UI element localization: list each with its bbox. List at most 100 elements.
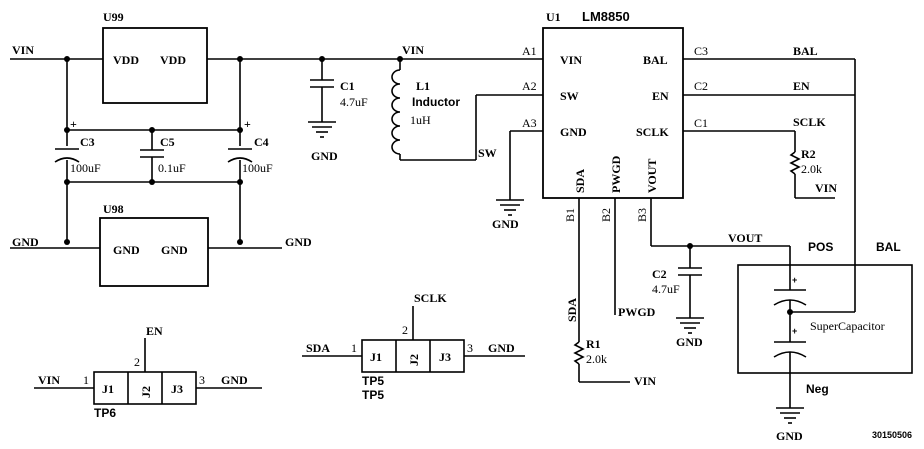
- r2-ref: R2: [801, 147, 816, 161]
- u1-pin-a3-num: A3: [522, 116, 537, 130]
- tp5-pin1: 1: [351, 341, 357, 355]
- net-label-vin-left: VIN: [12, 43, 34, 57]
- tp6-gnd-label: GND: [221, 373, 248, 387]
- output-section: VOUT C2 4.7uF GND: [651, 231, 790, 349]
- r1-ref: R1: [586, 337, 601, 351]
- input-filter-section: VIN C1 4.7uF GND L1 Inductor 1u: [308, 43, 543, 163]
- u1-pin-a2-num: A2: [522, 79, 537, 93]
- u99-box: [102, 27, 208, 104]
- net-label-pwgd: PWGD: [618, 305, 656, 319]
- c2-gnd-label: GND: [676, 335, 703, 349]
- u1-pin-b3-num: B3: [635, 208, 649, 222]
- figure-id: 30150506: [872, 430, 912, 440]
- tp5-sclk-label: SCLK: [414, 291, 447, 305]
- l1-label: Inductor: [412, 95, 460, 109]
- l1-value: 1uH: [410, 113, 431, 127]
- net-label-sw: SW: [478, 146, 497, 160]
- gnd-symbol-supercap: [776, 407, 804, 424]
- r2-vin-label: VIN: [815, 181, 837, 195]
- l1-inductor: [391, 59, 543, 161]
- u1-gnd-label: GND: [492, 217, 519, 231]
- u1-pin-c1-num: C1: [694, 116, 708, 130]
- u1-pin-b1-name: SDA: [573, 169, 587, 193]
- c2-capacitor: [678, 246, 702, 318]
- u1-pin-c3-name: BAL: [643, 53, 668, 67]
- tp5-sda-label: SDA: [306, 341, 330, 355]
- junction: [237, 56, 243, 62]
- c2-value: 4.7uF: [652, 282, 680, 296]
- tp5-cell-j1: J1: [370, 350, 382, 364]
- supercap-gnd-label: GND: [776, 429, 803, 443]
- u1-box: [542, 27, 684, 199]
- net-label-sclk: SCLK: [793, 115, 826, 129]
- u1-pin-b1-num: B1: [563, 208, 577, 222]
- c3-plus: +: [70, 117, 77, 131]
- tp6-pin3: 3: [199, 373, 205, 387]
- u1-ref: U1: [546, 10, 561, 24]
- net-label-bal: BAL: [793, 44, 818, 58]
- u99-ref: U99: [103, 10, 124, 24]
- c3-ref: C3: [80, 135, 95, 149]
- r1-vin-label: VIN: [634, 374, 656, 388]
- sda-pullup: SDA R1 2.0k VIN PWGD: [565, 298, 656, 388]
- tp6-en-label: EN: [146, 324, 163, 338]
- c5-capacitor: [140, 127, 164, 185]
- u1-pin-c2-num: C2: [694, 79, 708, 93]
- tp5-cell-j3: J3: [439, 350, 451, 364]
- tp6-pin1: 1: [83, 373, 89, 387]
- u1-pin-a3-name: GND: [560, 125, 587, 139]
- tp5-ref: TP5: [362, 374, 384, 388]
- r1-value: 2.0k: [586, 352, 607, 366]
- c4-plus: +: [244, 117, 251, 131]
- supercap-box: [737, 264, 913, 374]
- junction: [64, 56, 70, 62]
- supercap-bal-label: BAL: [876, 240, 901, 254]
- supercapacitor-block: POS BAL + + SuperCapacitor Neg GND: [737, 59, 913, 443]
- u1-pin-c2-name: EN: [652, 89, 669, 103]
- gnd-symbol-u1: [496, 199, 524, 216]
- supercap-plus-bottom: +: [792, 326, 797, 336]
- junction: [237, 239, 243, 245]
- supercap-pos-label: POS: [808, 240, 833, 254]
- u98-ref: U98: [103, 202, 124, 216]
- net-label-vout: VOUT: [728, 231, 762, 245]
- input-power-section: VIN U99 VDD VDD + C3 100uF: [10, 10, 543, 287]
- c1-capacitor: [310, 59, 334, 122]
- tp6-cell-j1: J1: [102, 382, 114, 396]
- c1-gnd-label: GND: [311, 149, 338, 163]
- u99-pin-right: VDD: [160, 53, 186, 67]
- tp5-connector: J1 J2 J3 SDA 1 3 GND 2 SCLK TP5 TP5: [302, 291, 525, 402]
- tp5-cell-j2: J2: [407, 354, 421, 366]
- c2-ref: C2: [652, 267, 667, 281]
- u1-pin-c1-name: SCLK: [636, 125, 669, 139]
- c1-value: 4.7uF: [340, 95, 368, 109]
- u1-ic: U1 LM8850 A1 VIN A2 SW A3 GND GND C3 BAL…: [492, 9, 855, 342]
- u1-part: LM8850: [582, 9, 630, 24]
- u1-pin-a1-name: VIN: [560, 53, 582, 67]
- net-label-gnd-right: GND: [285, 235, 312, 249]
- u1-pin-a2-name: SW: [560, 89, 579, 103]
- supercap-neg-label: Neg: [806, 382, 829, 396]
- u99-pin-left: VDD: [113, 53, 139, 67]
- tp5-ref-2: TP5: [362, 388, 384, 402]
- supercap-plus-top: +: [792, 275, 797, 285]
- net-label-sda: SDA: [565, 298, 579, 322]
- l1-ref: L1: [416, 79, 430, 93]
- u1-pin-b2-name: PWGD: [609, 155, 623, 193]
- u98-pin-right: GND: [161, 243, 188, 257]
- tp6-cell-j3: J3: [171, 382, 183, 396]
- tp5-gnd-label: GND: [488, 341, 515, 355]
- r2-value: 2.0k: [801, 162, 822, 176]
- u1-pin-b3-name: VOUT: [645, 159, 659, 193]
- tp6-cell-j2: J2: [139, 386, 153, 398]
- net-label-gnd-left: GND: [12, 235, 39, 249]
- tp5-pin2: 2: [402, 323, 408, 337]
- r1-resistor: [573, 341, 630, 383]
- c5-ref: C5: [160, 135, 175, 149]
- net-label-vin: VIN: [402, 43, 424, 57]
- tp5-pin3: 3: [467, 341, 473, 355]
- supercap-label: SuperCapacitor: [810, 319, 885, 333]
- c4-value: 100uF: [242, 161, 273, 175]
- gnd-symbol-c2: [676, 317, 704, 334]
